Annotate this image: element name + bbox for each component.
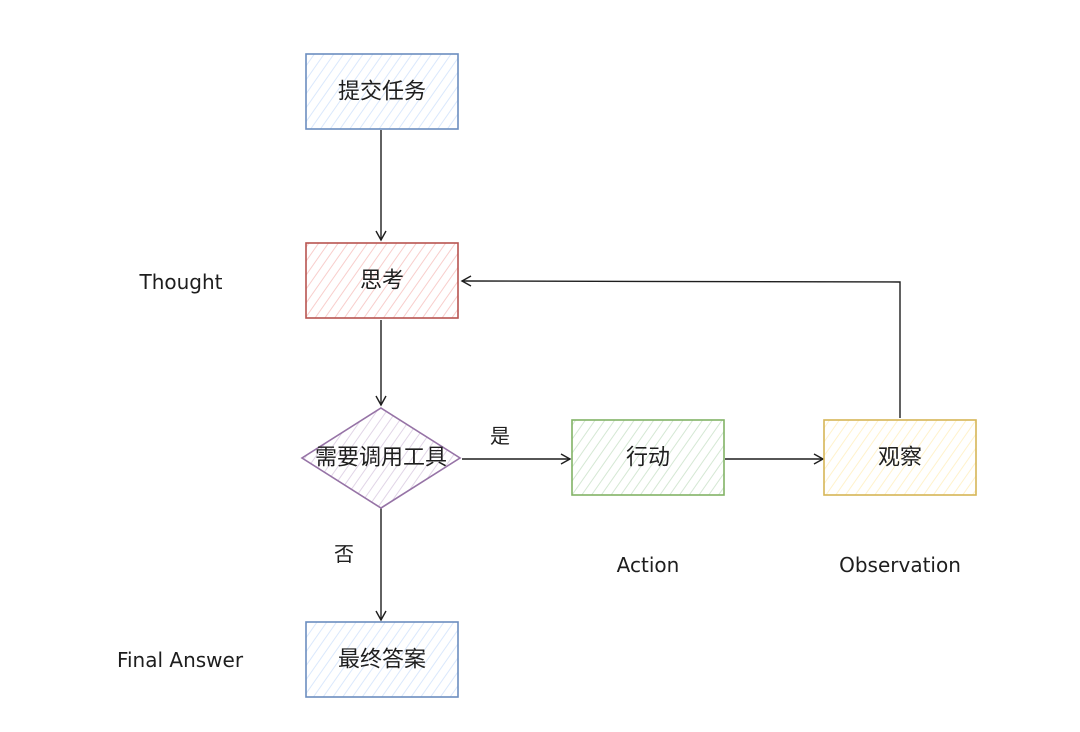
node-observe-label: 观察 [878, 446, 922, 471]
node-decision: 需要调用工具 [300, 407, 462, 509]
edge-label-no: 否 [334, 542, 354, 566]
node-think-label: 思考 [360, 269, 404, 294]
node-action: 行动 [571, 419, 725, 496]
node-observe: 观察 [823, 419, 977, 496]
side-label-thought: Thought [138, 270, 222, 294]
edge-observe-to-think [460, 275, 901, 418]
node-final-answer-label: 最终答案 [338, 648, 426, 673]
side-label-final-answer: Final Answer [117, 648, 244, 672]
node-decision-label: 需要调用工具 [315, 446, 447, 471]
node-final-answer: 最终答案 [305, 621, 459, 698]
node-action-label: 行动 [626, 446, 670, 471]
side-label-action: Action [617, 553, 680, 577]
node-submit-task-label: 提交任务 [338, 80, 426, 105]
node-submit-task: 提交任务 [305, 53, 459, 130]
side-label-observation: Observation [839, 553, 961, 577]
node-think: 思考 [305, 242, 459, 319]
edge-label-yes: 是 [490, 424, 510, 448]
